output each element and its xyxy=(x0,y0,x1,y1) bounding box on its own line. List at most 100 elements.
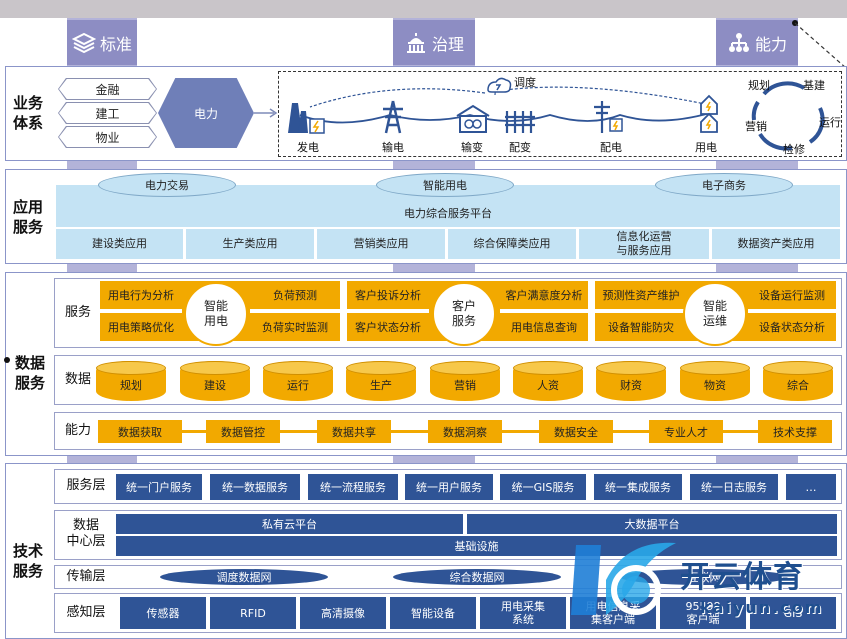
net-dispatch: 调度数据网 xyxy=(160,569,328,585)
app-it-operations-line1: 信息化运营 xyxy=(616,230,672,243)
svc-satisfaction-analysis: 客户满意度分析 xyxy=(500,281,588,309)
app-it-operations: 信息化运营与服务应用 xyxy=(579,229,709,259)
db-hr-label: 人资 xyxy=(537,379,559,392)
data-service-label: 服务 xyxy=(64,305,91,320)
industry-property-label: 物业 xyxy=(59,127,156,147)
db-planning: 规划 xyxy=(96,361,166,401)
svc-load-forecast: 负荷预测 xyxy=(250,281,340,309)
sensor-collection-line1: 用电采集 xyxy=(501,600,545,613)
tech-dc-layer-row xyxy=(54,510,842,560)
dispatch-icon xyxy=(487,77,512,93)
service-layer-label: 服务层 xyxy=(66,478,106,493)
platform-label: 电力综合服务平台 xyxy=(404,207,492,220)
ellipse-ecommerce: 电子商务 xyxy=(655,173,793,197)
db-marketing: 营销 xyxy=(430,361,500,401)
db-operation: 运行 xyxy=(263,361,333,401)
sensor-collection-system: 用电采集系统 xyxy=(480,597,566,629)
dc-layer-label-line1: 数据 xyxy=(72,518,99,533)
chain-label-consumption: 用电 xyxy=(695,141,717,154)
dispatch-label: 调度 xyxy=(514,76,536,89)
power-chain-box xyxy=(278,71,842,157)
transmission-tower-icon xyxy=(383,100,403,134)
svc-center-1-line1: 智能 xyxy=(203,299,228,313)
industry-finance: 金融 xyxy=(58,78,157,100)
chain-label-generation: 发电 xyxy=(297,141,319,154)
ability-security: 数据安全 xyxy=(539,420,613,443)
ellipse-power-trading: 电力交易 xyxy=(98,173,236,197)
application-section-title: 应用 服务 xyxy=(8,197,48,237)
callout-lines xyxy=(792,20,847,69)
tech-service-layer-row xyxy=(54,469,842,504)
application-title-line1: 应用 xyxy=(12,198,43,216)
lifecycle-ring xyxy=(751,81,825,151)
app-construction: 建设类应用 xyxy=(56,229,183,259)
power-plant-icon xyxy=(288,103,325,134)
sensor-hd-camera: 高清摄像 xyxy=(300,597,386,629)
data-title-line2: 服务 xyxy=(14,374,45,392)
sensor-95598-line1: 95598 xyxy=(685,600,721,613)
svc-unified-user: 统一用户服务 xyxy=(405,474,493,500)
svc-disaster-prevention: 设备智能防灾 xyxy=(595,313,687,341)
tech-section-title: 技术 服务 xyxy=(8,541,48,581)
substation-icon xyxy=(456,104,490,133)
db-hr: 人资 xyxy=(513,361,583,401)
db-finance: 财资 xyxy=(596,361,666,401)
chain-label-distribution-transform: 配变 xyxy=(509,141,531,154)
pillar-governance-label: 治理 xyxy=(431,34,464,54)
db-materials: 物资 xyxy=(680,361,750,401)
private-cloud: 私有云平台 xyxy=(116,514,463,534)
db-comprehensive-label: 综合 xyxy=(787,379,809,392)
app-data-assets: 数据资产类应用 xyxy=(712,229,840,259)
cycle-marketing: 营销 xyxy=(745,120,767,133)
ability-acquisition: 数据获取 xyxy=(98,420,182,443)
cycle-planning: 规划 xyxy=(748,79,770,92)
watermark-logo-icon xyxy=(571,542,676,615)
ability-insight: 数据洞察 xyxy=(428,420,502,443)
sensor-client-line2: 集客户端 xyxy=(591,613,635,626)
sensing-layer-label: 感知层 xyxy=(66,605,106,620)
arrow-right-icon xyxy=(254,108,278,118)
ability-tech-support: 技术支撑 xyxy=(758,420,832,443)
ability-governance: 数据管控 xyxy=(206,420,280,443)
db-production: 生产 xyxy=(346,361,416,401)
ability-talent: 专业人才 xyxy=(649,420,723,443)
watermark-brand: 开云体育 xyxy=(680,560,804,595)
ellipse-smart-consumption: 智能用电 xyxy=(376,173,514,197)
data-dot xyxy=(4,357,10,363)
svc-center-3-line1: 智能 xyxy=(702,299,727,313)
house-consumer-icon xyxy=(700,94,718,133)
svc-load-monitoring: 负荷实时监测 xyxy=(250,313,340,341)
sensor-collection-line2: 系统 xyxy=(512,613,534,626)
pillar-capability: 能力 xyxy=(716,20,798,65)
svc-info-query: 用电信息查询 xyxy=(500,313,588,341)
db-construction-label: 建设 xyxy=(204,379,226,392)
db-planning-label: 规划 xyxy=(120,379,142,392)
chain-label-transform: 输变 xyxy=(461,141,483,154)
data-title-line1: 数据 xyxy=(14,354,45,372)
data-service-row xyxy=(54,278,842,348)
svc-center-2-line1: 客户 xyxy=(451,299,476,313)
data-ability-label: 能力 xyxy=(64,423,91,438)
application-title-line2: 服务 xyxy=(12,218,43,236)
watermark-url: kaiyun.com xyxy=(700,598,824,617)
svc-center-smart-consumption: 智能用电 xyxy=(184,282,248,346)
sensor-sensor: 传感器 xyxy=(120,597,206,629)
db-operation-label: 运行 xyxy=(287,379,309,392)
app-production: 生产类应用 xyxy=(186,229,314,259)
industry-property: 物业 xyxy=(58,126,157,148)
svc-unified-process: 统一流程服务 xyxy=(308,474,398,500)
db-construction: 建设 xyxy=(180,361,250,401)
svc-consumption-behavior: 用电行为分析 xyxy=(100,281,182,309)
cycle-construction: 基建 xyxy=(803,79,825,92)
business-section-title: 业务 体系 xyxy=(8,93,48,133)
top-bar xyxy=(0,0,847,18)
pillar-capability-label: 能力 xyxy=(754,34,787,54)
app-it-operations-line2: 与服务应用 xyxy=(616,244,672,257)
svc-unified-portal: 统一门户服务 xyxy=(116,474,202,500)
data-db-label: 数据 xyxy=(64,372,91,387)
pillar-standard-label: 标准 xyxy=(99,34,132,54)
data-section-title: 数据 服务 xyxy=(10,353,50,393)
sensor-gis: GIS xyxy=(750,597,836,629)
svc-center-smart-ops: 智能运维 xyxy=(683,282,747,346)
